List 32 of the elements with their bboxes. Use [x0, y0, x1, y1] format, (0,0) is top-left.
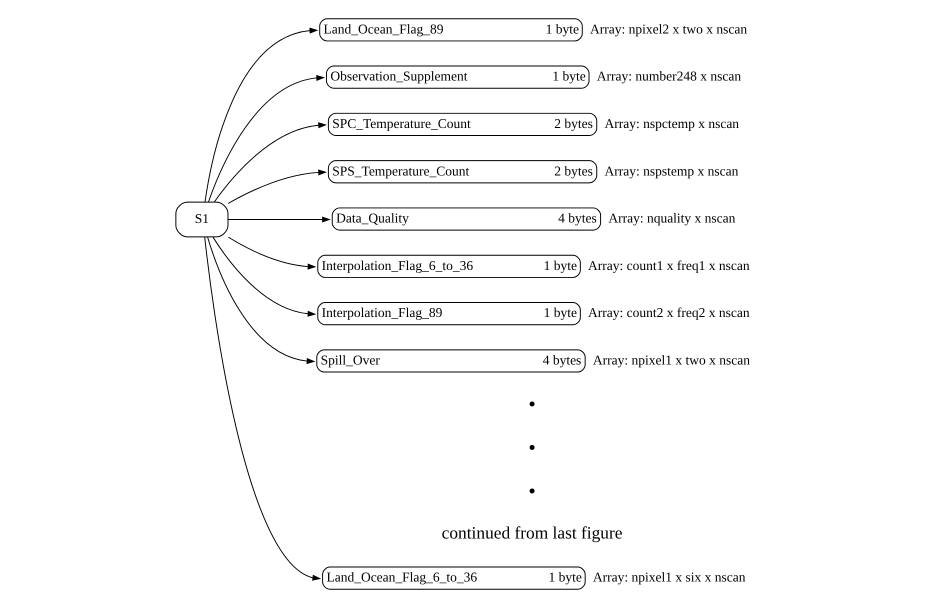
arrow: [204, 236, 321, 581]
node-label: Array: count1 x freq1 x nscan: [588, 258, 750, 273]
node-label: Array: nspctemp x nscan: [604, 116, 739, 131]
arrow: [206, 236, 315, 364]
label: •: [528, 436, 536, 460]
node-label: Array: count2 x freq2 x nscan: [588, 305, 750, 320]
label: •: [528, 479, 536, 504]
node-box: Interpolation_Flag_6_to_36 1 byte: [316, 254, 580, 278]
arrow: [214, 122, 326, 202]
arrow: [227, 216, 330, 223]
node-box: Land_Ocean_Flag_6_to_36 1 byte: [322, 566, 586, 590]
arrow: [212, 236, 316, 317]
node-label: Array: npixel2 x two x nscan: [589, 21, 747, 36]
node-label: Array: npixel1 x two x nscan: [592, 352, 750, 368]
arrow: [227, 169, 326, 204]
label: •: [528, 392, 536, 416]
node-label: Array: number248 x nscan: [596, 68, 741, 84]
arrow: [204, 28, 318, 203]
node-box: Spill_Over 4 bytes: [316, 349, 586, 373]
node-box: Interpolation_Flag_89 1 byte: [316, 302, 580, 326]
node-box: Land_Ocean_Flag_89 1 byte: [318, 18, 582, 42]
node-box: Observation_Supplement 1 byte: [325, 66, 590, 89]
node-label: Array: npixel1 x six x nscan: [592, 570, 745, 585]
node-box: SPC_Temperature_Count 2 bytes: [327, 112, 597, 136]
arrow: [227, 236, 316, 270]
node-label: Array: nquality x nscan: [608, 210, 735, 226]
node-box: SPS_Temperature_Count 2 bytes: [327, 160, 597, 184]
node-box: Data_Quality 4 bytes: [331, 207, 601, 231]
label: continued from last figure: [441, 523, 622, 542]
node-box: S1: [174, 202, 228, 238]
arrow: [207, 74, 325, 203]
node-label: Array: nspstemp x nscan: [604, 163, 738, 178]
